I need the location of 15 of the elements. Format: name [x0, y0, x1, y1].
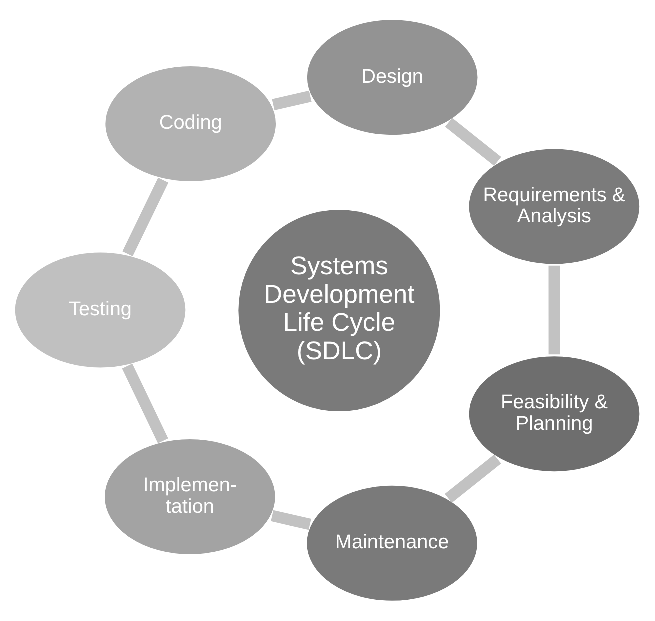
node-ellipse: Testing [12, 250, 189, 371]
node-ellipse: Requirements & Analysis [466, 146, 642, 268]
node-ellipse: Coding [102, 64, 279, 184]
node-circle: Systems Development Life Cycle (SDLC) [236, 207, 444, 414]
connector [445, 118, 502, 166]
connector [122, 364, 168, 444]
node-ellipse: Implemen- tation [102, 436, 278, 558]
node-ellipse: Feasibility & Planning [466, 354, 642, 474]
connector [445, 454, 502, 503]
connector [272, 90, 312, 110]
connector [271, 510, 312, 530]
connector [548, 266, 560, 355]
connector [122, 178, 169, 257]
node-ellipse: Maintenance [304, 483, 480, 604]
node-ellipse: Design [304, 17, 481, 138]
